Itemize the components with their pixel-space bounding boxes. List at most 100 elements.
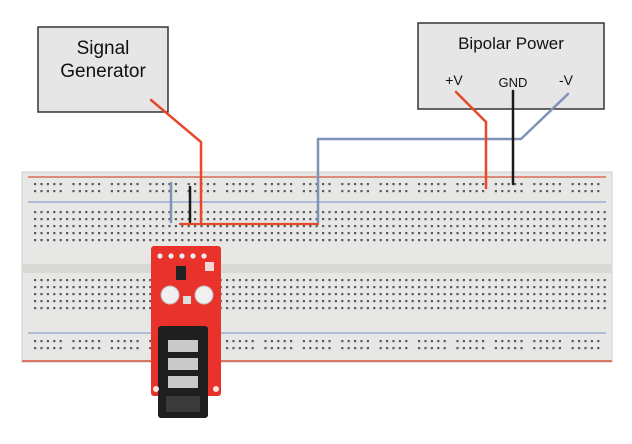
breadboard-hole	[117, 347, 120, 350]
breadboard-hole	[72, 232, 75, 235]
breadboard-hole	[507, 307, 510, 310]
breadboard-hole	[347, 300, 350, 303]
breadboard-hole	[194, 232, 197, 235]
breadboard-hole	[174, 232, 177, 235]
breadboard-hole	[590, 307, 593, 310]
breadboard-hole	[437, 347, 440, 350]
breadboard-hole	[386, 239, 389, 242]
breadboard-hole	[334, 293, 337, 296]
breadboard-hole	[277, 340, 280, 343]
breadboard-hole	[565, 293, 568, 296]
breadboard-hole	[386, 218, 389, 221]
breadboard-hole	[539, 347, 542, 350]
breadboard-hole	[482, 347, 485, 350]
breadboard-hole	[488, 279, 491, 282]
breadboard-hole	[552, 190, 555, 193]
breadboard-hole	[418, 225, 421, 228]
breadboard-hole	[360, 190, 363, 193]
breadboard-hole	[117, 183, 120, 186]
breadboard-hole	[578, 340, 581, 343]
breadboard-hole	[296, 239, 299, 242]
breadboard-hole	[386, 183, 389, 186]
breadboard-hole	[526, 286, 529, 289]
breadboard-hole	[309, 279, 312, 282]
breadboard-hole	[270, 218, 273, 221]
breadboard-hole	[290, 239, 293, 242]
breadboard-hole	[315, 307, 318, 310]
breadboard-hole	[117, 293, 120, 296]
breadboard-hole	[334, 211, 337, 214]
breadboard-hole	[283, 211, 286, 214]
breadboard-hole	[290, 225, 293, 228]
breadboard-hole	[341, 340, 344, 343]
breadboard-hole	[53, 211, 56, 214]
breadboard-hole	[494, 340, 497, 343]
breadboard-hole	[142, 211, 145, 214]
breadboard-hole	[46, 286, 49, 289]
breadboard-hole	[578, 307, 581, 310]
breadboard-hole	[546, 239, 549, 242]
breadboard-hole	[270, 232, 273, 235]
breadboard-hole	[379, 211, 382, 214]
breadboard-hole	[142, 300, 145, 303]
breadboard-hole	[245, 307, 248, 310]
breadboard-hole	[520, 307, 523, 310]
breadboard-hole	[130, 190, 133, 193]
breadboard-hole	[354, 225, 357, 228]
breadboard-hole	[533, 190, 536, 193]
breadboard-hole	[322, 279, 325, 282]
breadboard-hole	[366, 183, 369, 186]
breadboard-hole	[85, 225, 88, 228]
breadboard-hole	[162, 232, 165, 235]
breadboard-hole	[411, 286, 414, 289]
breadboard-hole	[443, 218, 446, 221]
breadboard-hole	[328, 293, 331, 296]
breadboard-hole	[443, 293, 446, 296]
breadboard-hole	[213, 190, 216, 193]
breadboard-hole	[302, 347, 305, 350]
breadboard-hole	[354, 340, 357, 343]
breadboard-hole	[149, 218, 152, 221]
breadboard-hole	[584, 340, 587, 343]
breadboard-hole	[85, 340, 88, 343]
breadboard-hole	[373, 279, 376, 282]
breadboard-hole	[245, 225, 248, 228]
breadboard-hole	[168, 239, 171, 242]
breadboard-hole	[494, 211, 497, 214]
signal-red-wire	[149, 98, 203, 224]
breadboard-hole	[360, 307, 363, 310]
breadboard-hole	[66, 225, 69, 228]
breadboard-hole	[514, 279, 517, 282]
breadboard-hole	[91, 232, 94, 235]
breadboard-hole	[379, 340, 382, 343]
breadboard-hole	[232, 293, 235, 296]
breadboard-hole	[66, 279, 69, 282]
breadboard-hole	[507, 286, 510, 289]
breadboard-hole	[40, 293, 43, 296]
breadboard-hole	[245, 218, 248, 221]
breadboard-hole	[456, 183, 459, 186]
breadboard-hole	[72, 190, 75, 193]
breadboard-hole	[110, 307, 113, 310]
breadboard-hole	[418, 218, 421, 221]
breadboard-hole	[443, 347, 446, 350]
breadboard-hole	[251, 211, 254, 214]
breadboard-hole	[450, 286, 453, 289]
breadboard-hole	[469, 183, 472, 186]
breadboard-hole	[514, 347, 517, 350]
breadboard-hole	[238, 279, 241, 282]
breadboard-hole	[136, 225, 139, 228]
signal-generator-label-line1: Signal	[77, 38, 130, 59]
breadboard-hole	[40, 347, 43, 350]
breadboard-hole	[392, 279, 395, 282]
breadboard-hole	[334, 218, 337, 221]
breadboard-hole	[78, 307, 81, 310]
breadboard-hole	[98, 340, 101, 343]
breadboard-hole	[117, 190, 120, 193]
breadboard-hole	[418, 239, 421, 242]
breadboard-hole	[475, 183, 478, 186]
wires	[149, 89, 570, 226]
breadboard-hole	[437, 340, 440, 343]
breadboard-hole	[277, 347, 280, 350]
